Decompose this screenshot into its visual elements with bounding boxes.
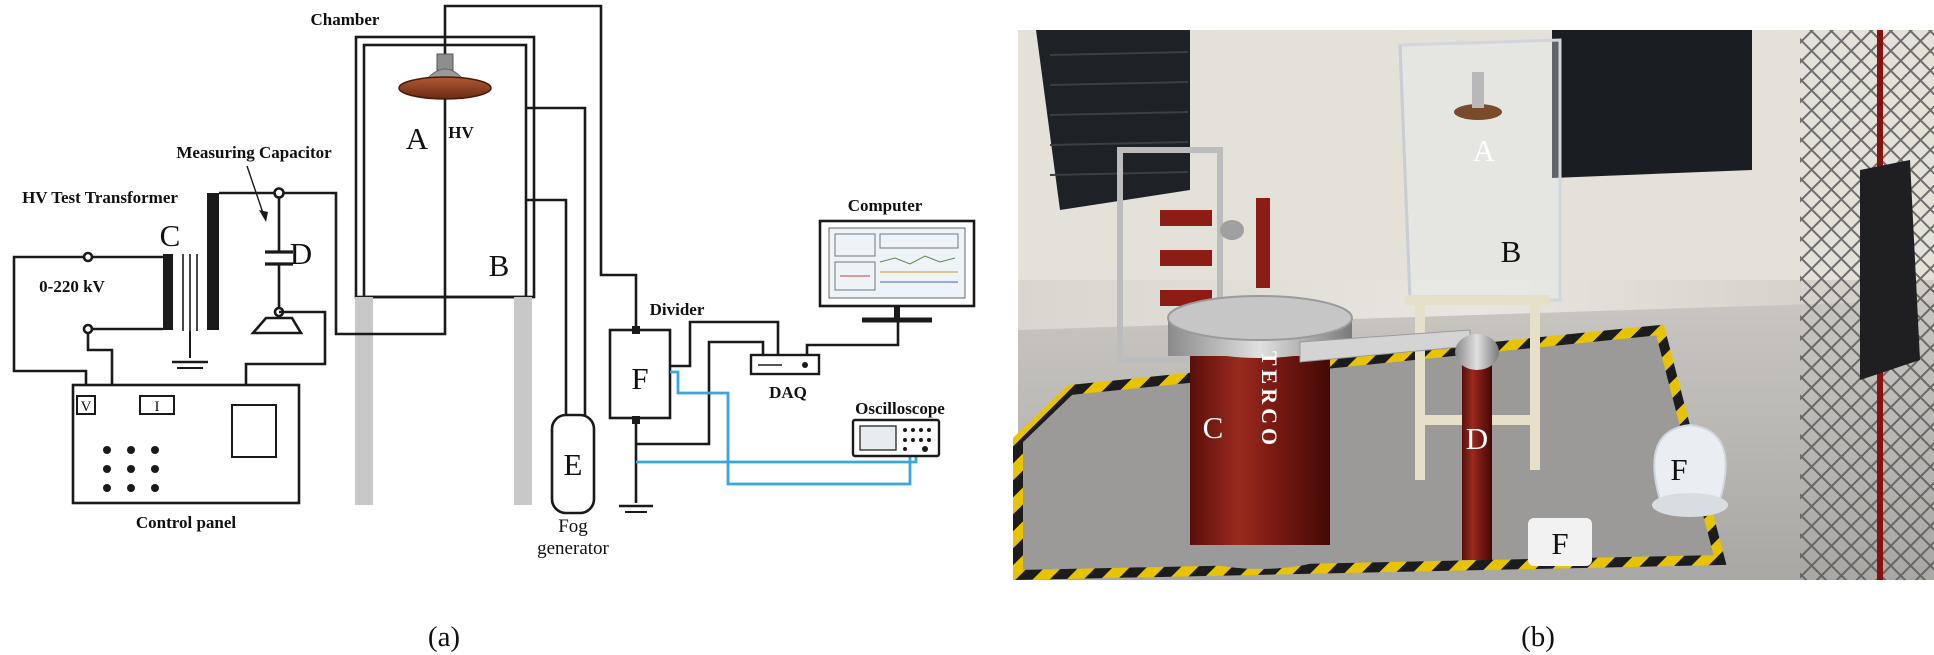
terminal-top bbox=[82, 251, 94, 263]
wire-primary-top bbox=[12, 255, 163, 387]
daq-led bbox=[802, 362, 808, 368]
label-d: D bbox=[290, 236, 312, 271]
wire-hv-down bbox=[280, 99, 447, 336]
wire-electrode-1 bbox=[526, 106, 587, 420]
terminal-bottom bbox=[82, 323, 94, 335]
daq-box bbox=[749, 353, 821, 376]
label-computer: Computer bbox=[848, 196, 923, 215]
label-f: F bbox=[631, 361, 648, 396]
label-hv-test-transformer: HV Test Transformer bbox=[22, 188, 178, 207]
wire-hv-top bbox=[443, 4, 638, 330]
photo-f-box bbox=[1528, 518, 1592, 566]
label-fog-2: generator bbox=[537, 538, 609, 559]
capacitor-callout-line bbox=[246, 165, 265, 217]
oscilloscope-screen bbox=[859, 425, 897, 451]
photo-brand: TERCO bbox=[1257, 351, 1282, 449]
label-oscilloscope: Oscilloscope bbox=[855, 399, 945, 418]
wire-signal-2 bbox=[636, 455, 918, 464]
photo-divider-top bbox=[1455, 334, 1499, 370]
photo-bushing-rack bbox=[1117, 147, 1270, 363]
terminal-cap-top bbox=[273, 187, 285, 199]
divider-top-terminal bbox=[632, 326, 640, 334]
computer-screen bbox=[828, 227, 966, 299]
photo-label-f1: F bbox=[1551, 526, 1568, 561]
pillar-left bbox=[355, 297, 373, 505]
photo-label-b: B bbox=[1501, 234, 1522, 269]
label-meter-i: I bbox=[155, 399, 160, 415]
pillar-right bbox=[514, 297, 532, 505]
photo-insulator-stem bbox=[1472, 72, 1484, 108]
photo-insulator bbox=[1454, 104, 1502, 120]
photo-window-right bbox=[1552, 30, 1752, 178]
wire-daq-computer bbox=[805, 318, 900, 355]
transformer-primary bbox=[163, 254, 173, 330]
capacitor-stand bbox=[250, 316, 304, 335]
label-fog-1: Fog bbox=[558, 516, 588, 537]
photo-transformer-dome bbox=[1167, 295, 1353, 341]
photo-chair bbox=[1860, 160, 1920, 380]
wire-divider-daq-1 bbox=[670, 320, 780, 368]
label-measuring-capacitor: Measuring Capacitor bbox=[176, 143, 332, 162]
photo-humidifier-base bbox=[1652, 493, 1728, 517]
panel-buttons bbox=[103, 446, 159, 492]
photo-chamber-edge bbox=[1398, 44, 1412, 301]
transformer-secondary bbox=[207, 193, 219, 330]
insulator-cap bbox=[436, 53, 454, 71]
label-b: B bbox=[489, 248, 510, 283]
label-control-panel: Control panel bbox=[136, 513, 237, 532]
photo-divider-column bbox=[1462, 360, 1492, 560]
photo-window-left-bars bbox=[1049, 51, 1189, 176]
photo-label-f2: F bbox=[1670, 452, 1687, 487]
divider-box bbox=[608, 328, 672, 420]
label-divider: Divider bbox=[650, 300, 705, 319]
meter-v-box bbox=[76, 395, 96, 415]
caption-a: (a) bbox=[428, 621, 460, 653]
screen-content bbox=[834, 233, 959, 291]
wire-divider-daq-2 bbox=[636, 340, 765, 446]
wire-primary-bottom bbox=[86, 327, 163, 387]
meter-i-box bbox=[139, 395, 175, 415]
divider-bottom-terminal bbox=[632, 416, 640, 424]
oscilloscope-knobs bbox=[903, 428, 931, 452]
wire-capacitor-panel bbox=[244, 310, 327, 387]
label-c: C bbox=[160, 218, 181, 253]
label-daq: DAQ bbox=[769, 383, 807, 402]
label-hv: HV bbox=[448, 123, 474, 142]
fog-generator-box bbox=[550, 413, 596, 515]
photo-label-c: C bbox=[1203, 410, 1224, 445]
capacitor-callout-head bbox=[259, 210, 268, 222]
caption-b: (b) bbox=[1521, 621, 1555, 653]
wire-signal-1 bbox=[670, 370, 912, 486]
label-meter-v: V bbox=[81, 399, 92, 415]
panel-display bbox=[231, 404, 277, 458]
photo-transformer-body bbox=[1190, 330, 1330, 545]
label-chamber: Chamber bbox=[311, 10, 380, 29]
lab-photo bbox=[1013, 30, 1934, 581]
schematic-diagram bbox=[12, 4, 976, 515]
label-a: A bbox=[406, 121, 429, 156]
photo-label-d: D bbox=[1466, 421, 1488, 456]
label-voltage: 0-220 kV bbox=[39, 277, 105, 296]
label-e: E bbox=[564, 447, 583, 482]
photo-humidifier bbox=[1653, 423, 1727, 501]
insulator-disc bbox=[398, 76, 492, 100]
photo-label-a: A bbox=[1473, 133, 1496, 168]
photo-window-left bbox=[1036, 30, 1190, 210]
wire-electrode-2 bbox=[526, 198, 568, 418]
